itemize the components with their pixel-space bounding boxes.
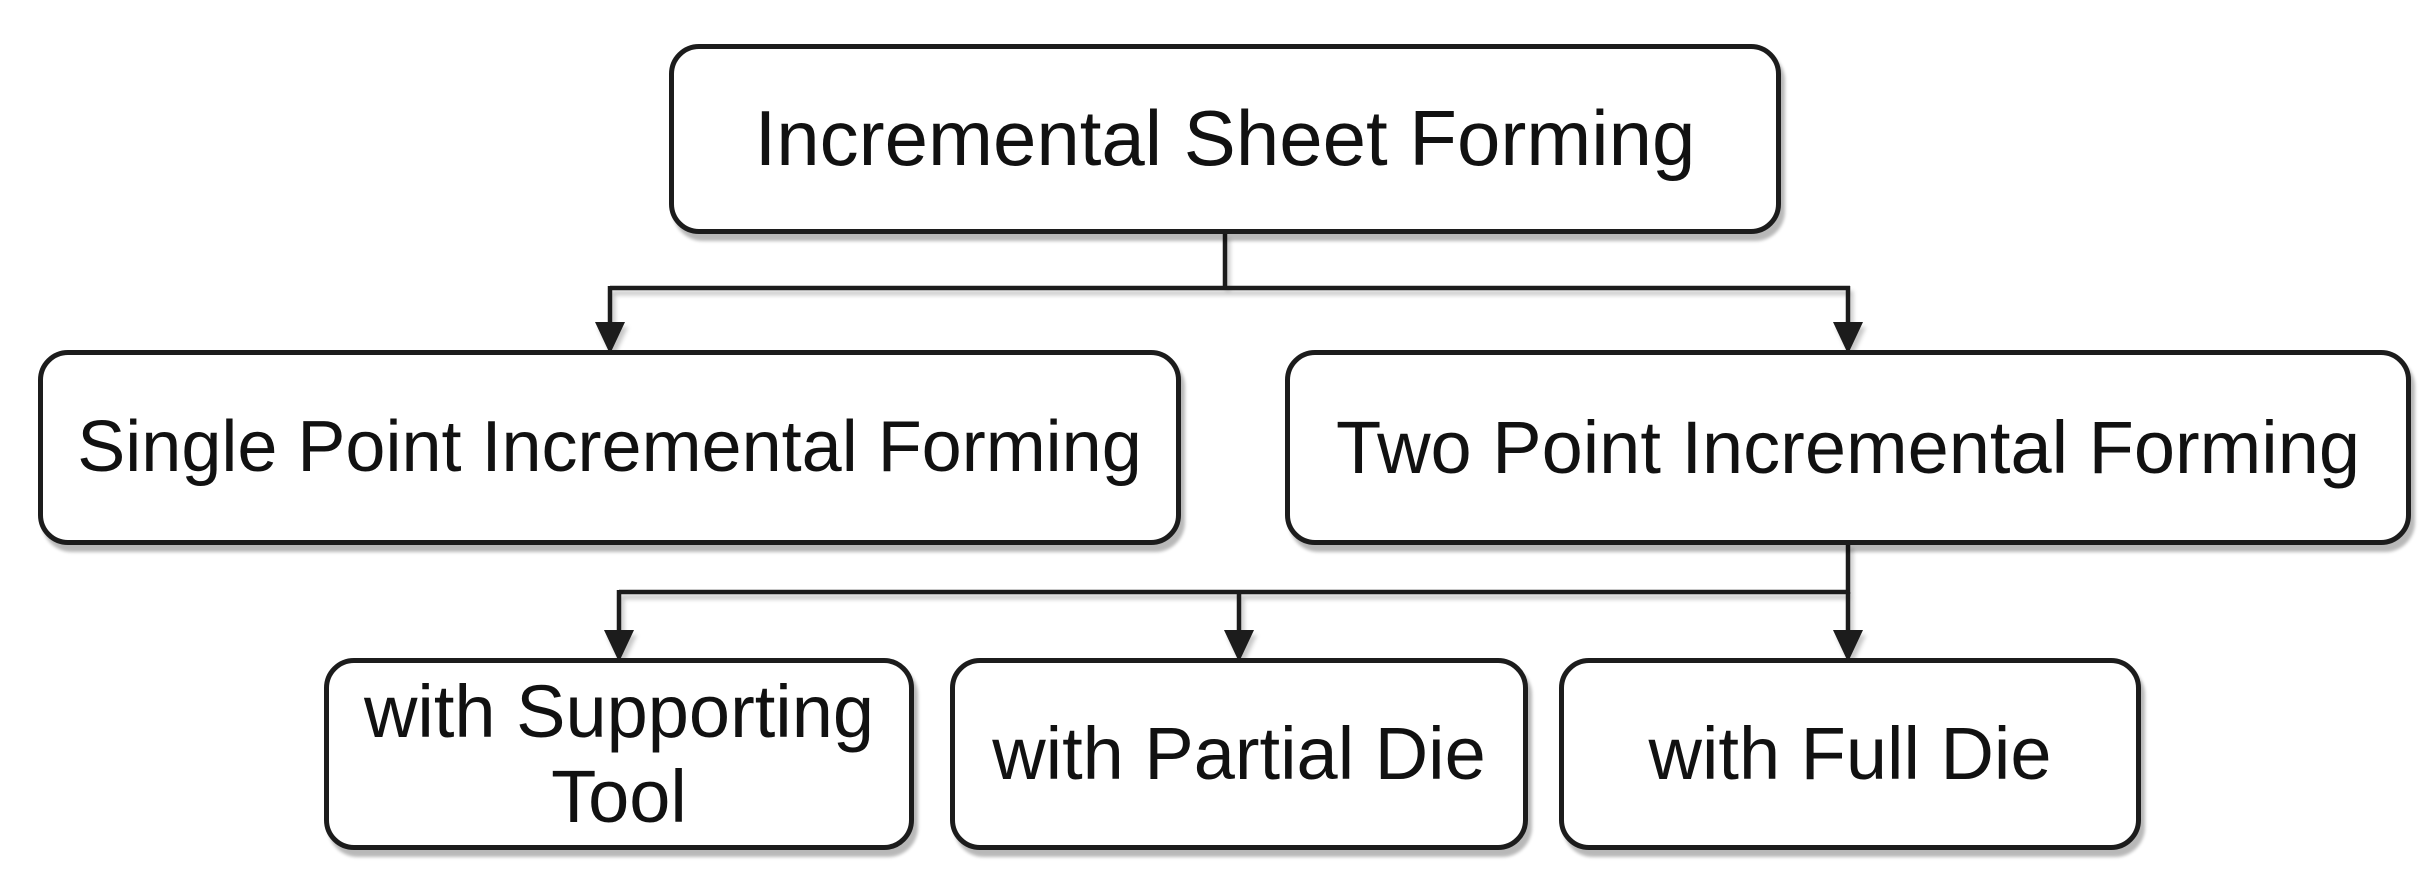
node-label: with Supporting Tool (363, 669, 875, 838)
connector-lines (607, 234, 1851, 632)
node-incremental-sheet-forming: Incremental Sheet Forming (669, 44, 1781, 234)
arrowhead-spif (595, 322, 625, 354)
node-with-partial-die: with Partial Die (950, 658, 1528, 850)
node-single-point-incremental-forming: Single Point Incremental Forming (38, 350, 1181, 545)
arrowhead-wpd (1224, 630, 1254, 662)
arrowhead-wfd (1833, 630, 1863, 662)
node-label: Two Point Incremental Forming (1335, 405, 2361, 489)
node-with-supporting-tool: with Supporting Tool (324, 658, 914, 850)
node-with-full-die: with Full Die (1559, 658, 2141, 850)
node-label: Single Point Incremental Forming (77, 407, 1142, 488)
arrowheads (595, 322, 1863, 662)
node-label: with Full Die (1648, 712, 2052, 796)
node-label: with Partial Die (992, 712, 1486, 796)
arrowhead-tpif (1833, 322, 1863, 354)
node-label: Incremental Sheet Forming (754, 94, 1696, 183)
arrowhead-wst (604, 630, 634, 662)
node-two-point-incremental-forming: Two Point Incremental Forming (1285, 350, 2411, 545)
